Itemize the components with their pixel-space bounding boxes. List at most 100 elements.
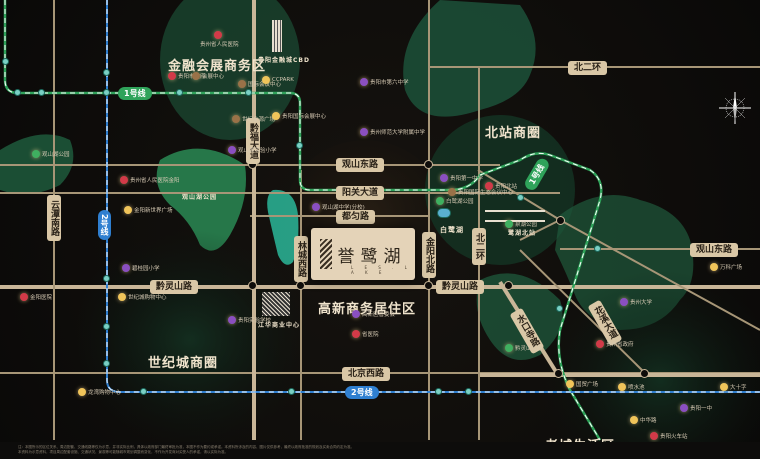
road-qianfu bbox=[252, 0, 256, 440]
metro-station[interactable] bbox=[103, 89, 110, 96]
poi[interactable]: 贵阳第一中学 bbox=[440, 174, 483, 182]
poi[interactable]: 贵阳实验学校 bbox=[228, 316, 271, 324]
school-icon bbox=[680, 404, 688, 412]
school-icon bbox=[312, 203, 320, 211]
shopping-icon bbox=[272, 112, 280, 120]
poi[interactable]: 龙湾购物中心 bbox=[78, 388, 121, 396]
landmark-park: 观山湖公园 bbox=[182, 194, 218, 201]
road-jinyang bbox=[300, 170, 302, 440]
poi[interactable]: 贵阳北站 bbox=[485, 182, 517, 190]
metro-station[interactable] bbox=[38, 89, 45, 96]
road-linchengxi bbox=[428, 0, 430, 440]
park-icon bbox=[505, 220, 513, 228]
metro-line-1-badge[interactable]: 1号线 bbox=[118, 87, 152, 100]
school-icon bbox=[352, 310, 360, 318]
poi[interactable]: 黔灵山公园 bbox=[505, 344, 543, 352]
poi[interactable]: 贵阳火车站 bbox=[650, 432, 688, 440]
metro-station[interactable] bbox=[103, 69, 110, 76]
poi[interactable]: 喷水池 bbox=[618, 383, 645, 391]
metro-station[interactable] bbox=[435, 388, 442, 395]
metro-station[interactable] bbox=[556, 305, 563, 312]
project-marker[interactable]: 誉鹭湖 L E S . L A K E bbox=[311, 228, 415, 280]
metro-line-2-badge-south[interactable]: 2号线 bbox=[345, 386, 379, 399]
poi[interactable]: 白鹭湖公园 bbox=[436, 197, 474, 205]
poi[interactable]: 观山湖公园 bbox=[32, 150, 70, 158]
project-logo-icon bbox=[319, 239, 332, 269]
building-icon bbox=[448, 188, 456, 196]
park-icon bbox=[32, 150, 40, 158]
road-label-linchengxi: 林城西路 bbox=[294, 236, 308, 282]
poi[interactable]: 金阳医院 bbox=[20, 293, 52, 301]
metro-station[interactable] bbox=[465, 388, 472, 395]
park-icon bbox=[505, 344, 513, 352]
poi[interactable]: 贵州省人民医院 bbox=[200, 42, 239, 48]
metro-station[interactable] bbox=[517, 194, 524, 201]
road-label-qianling-w: 黔灵山路 bbox=[150, 280, 199, 294]
road-node bbox=[248, 281, 257, 290]
poi[interactable]: 省医院 bbox=[352, 330, 379, 338]
poi[interactable]: 贵阳一中 bbox=[680, 404, 712, 412]
poi[interactable]: 金阳新世界广场 bbox=[124, 206, 173, 214]
poi[interactable]: 观山湖中学(分校) bbox=[312, 203, 365, 211]
hospital-icon bbox=[20, 293, 28, 301]
poi[interactable] bbox=[214, 31, 222, 39]
road-label-guanshan-east: 观山东路 bbox=[336, 158, 385, 172]
poi[interactable]: 贵阳国际会展中心 bbox=[272, 112, 326, 120]
north-station-icon bbox=[485, 210, 545, 222]
poi[interactable]: 大十字 bbox=[720, 383, 747, 391]
district-hightech: 高新商务居住区 bbox=[318, 302, 417, 317]
poi[interactable]: 贵阳国际生态会议中心 bbox=[448, 188, 513, 196]
poi[interactable]: 会展中心 bbox=[192, 72, 224, 80]
district-finance: 金融会展商务区 bbox=[168, 59, 267, 74]
poi[interactable]: 高新区管委会 bbox=[352, 310, 395, 318]
poi[interactable]: 中华路 bbox=[630, 416, 657, 424]
poi[interactable]: 贵阳市第六中学 bbox=[360, 78, 409, 86]
shopping-icon bbox=[118, 293, 126, 301]
metro-station[interactable] bbox=[103, 275, 110, 282]
poi[interactable]: 贵州省人民医院金阳 bbox=[120, 176, 180, 184]
school-icon bbox=[440, 174, 448, 182]
park-icon bbox=[436, 197, 444, 205]
school-icon bbox=[620, 298, 628, 306]
disclaimer-footer: 注：本图所示的区位关系、周边配套、交通线路等仅为示意，并非实际比例，具体以政府部… bbox=[0, 442, 760, 459]
metro-station[interactable] bbox=[176, 89, 183, 96]
road-qianling bbox=[0, 285, 760, 289]
government-icon bbox=[168, 72, 176, 80]
metro-station[interactable] bbox=[14, 89, 21, 96]
metro-station[interactable] bbox=[103, 323, 110, 330]
road-node bbox=[296, 281, 305, 290]
poi[interactable]: 国贸广场 bbox=[566, 380, 598, 388]
poi[interactable]: 泉湖公园 bbox=[505, 220, 537, 228]
project-name: 誉鹭湖 bbox=[337, 246, 407, 267]
metro-station[interactable] bbox=[2, 58, 9, 65]
station-icon bbox=[485, 182, 493, 190]
metro-line-2-badge[interactable]: 2号线 bbox=[98, 210, 111, 240]
metro-station[interactable] bbox=[245, 89, 252, 96]
poi[interactable]: 世纪城购物中心 bbox=[118, 293, 167, 301]
landmark-north-station-mall: 鹭湖北站 bbox=[508, 230, 537, 237]
metro-station[interactable] bbox=[103, 360, 110, 367]
metro-station[interactable] bbox=[288, 388, 295, 395]
metro-station[interactable] bbox=[140, 388, 147, 395]
poi[interactable]: CCPARK bbox=[262, 76, 294, 84]
school-icon bbox=[228, 316, 236, 324]
metro-station[interactable] bbox=[296, 142, 303, 149]
road-label-yunhuan: 云潭南路 bbox=[47, 195, 61, 241]
poi[interactable]: 碧桂园小学 bbox=[122, 264, 160, 272]
road-south bbox=[480, 373, 760, 377]
poi[interactable]: 贵阳市政府 bbox=[168, 72, 206, 80]
metro-station[interactable] bbox=[594, 245, 601, 252]
cbd-building-icon bbox=[272, 20, 282, 52]
poi[interactable]: 贵州省政府 bbox=[596, 340, 634, 348]
poi[interactable]: 贵州师范大学附属中学 bbox=[360, 128, 425, 136]
road-node bbox=[556, 216, 565, 225]
poi[interactable]: 观山湖实验小学 bbox=[228, 146, 277, 154]
landmark-cbd: 贵阳金融城CBD bbox=[258, 57, 310, 64]
hospital-icon bbox=[120, 176, 128, 184]
poi[interactable]: 贵州大学 bbox=[620, 298, 652, 306]
poi[interactable]: 世纪金源广场 bbox=[232, 115, 275, 123]
poi[interactable]: 国际会议中心 bbox=[238, 80, 281, 88]
poi[interactable]: 万科广场 bbox=[710, 263, 742, 271]
